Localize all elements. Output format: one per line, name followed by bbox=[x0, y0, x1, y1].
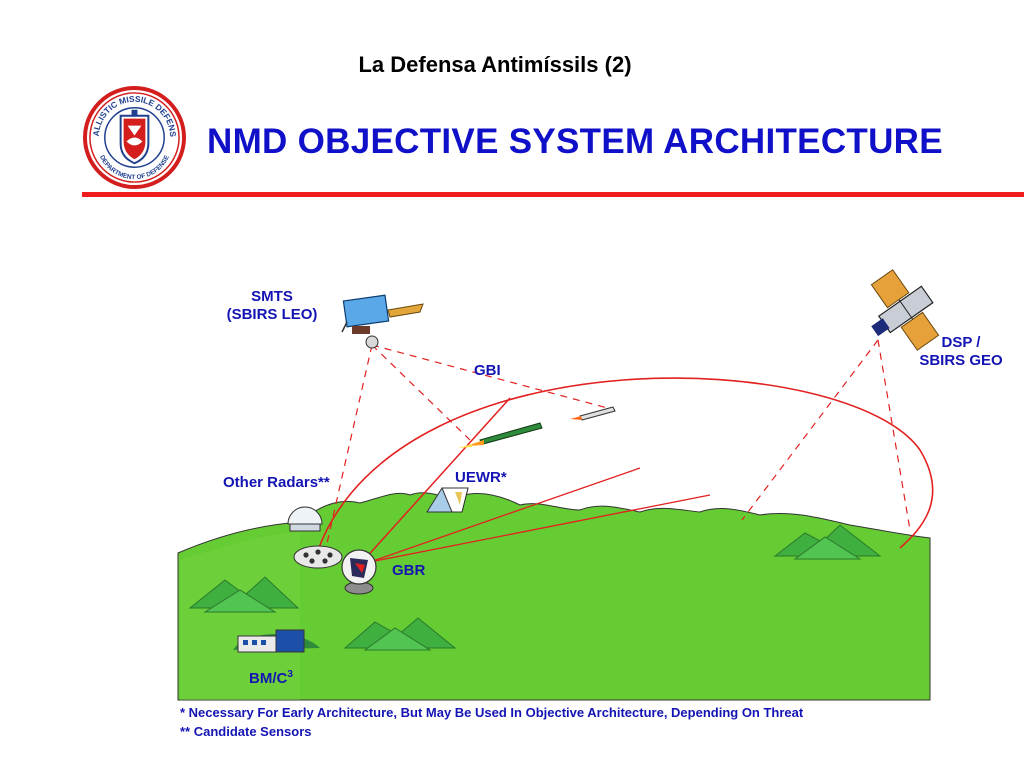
mountain-range-center bbox=[343, 617, 457, 651]
bmc3-command-center-icon bbox=[233, 629, 320, 653]
gbr-track-beam-1 bbox=[369, 467, 641, 563]
gbi-label: GBI bbox=[474, 362, 501, 379]
dsp-label-line1: DSP / bbox=[941, 334, 981, 351]
bmc3-label-text: BM/C bbox=[249, 670, 288, 687]
other-radars-label: Other Radars** bbox=[223, 474, 330, 491]
dsp-satellite-icon bbox=[870, 269, 940, 351]
dsp-label: DSP / SBIRS GEO bbox=[906, 334, 1016, 370]
gbi-intercept-path bbox=[354, 397, 511, 571]
other-radar-dome-icon bbox=[287, 506, 323, 532]
smts-label-line2: (SBIRS LEO) bbox=[226, 306, 318, 323]
missile-trajectory bbox=[317, 377, 934, 551]
gbr-track-beam-2 bbox=[369, 494, 711, 563]
gbr-label: GBR bbox=[392, 562, 426, 579]
gbr-radar-icon bbox=[341, 549, 377, 595]
uewr-label: UEWR* bbox=[455, 469, 507, 486]
footnote-candidate-sensors: ** Candidate Sensors bbox=[180, 724, 312, 739]
uewr-radar-icon bbox=[426, 487, 469, 513]
mountain-range-right bbox=[773, 524, 882, 560]
gbi-silo-field-icon bbox=[293, 545, 343, 569]
dsp-label-line2: SBIRS GEO bbox=[919, 352, 1003, 369]
gbi-interceptor-icon bbox=[458, 422, 543, 448]
header-title: NMD OBJECTIVE SYSTEM ARCHITECTURE bbox=[207, 122, 943, 161]
sensor-dashed-lines bbox=[324, 339, 911, 553]
smts-label: SMTS (SBIRS LEO) bbox=[212, 288, 332, 324]
mountain-range-left bbox=[188, 576, 300, 613]
bmd-seal-icon: BALLISTIC MISSILE DEFENSE DEPARTMENT OF … bbox=[83, 86, 186, 189]
smts-label-line1: SMTS bbox=[251, 288, 293, 305]
smts-satellite-icon bbox=[341, 294, 424, 349]
bmc3-label-superscript: 3 bbox=[287, 669, 293, 680]
bmc3-label: BM/C3 bbox=[249, 666, 293, 688]
slide-title: La Defensa Antimíssils (2) bbox=[358, 52, 632, 77]
reentry-vehicle-icon bbox=[570, 406, 616, 421]
footnote-early-architecture: * Necessary For Early Architecture, But … bbox=[180, 705, 804, 720]
header-rule bbox=[82, 192, 1024, 197]
